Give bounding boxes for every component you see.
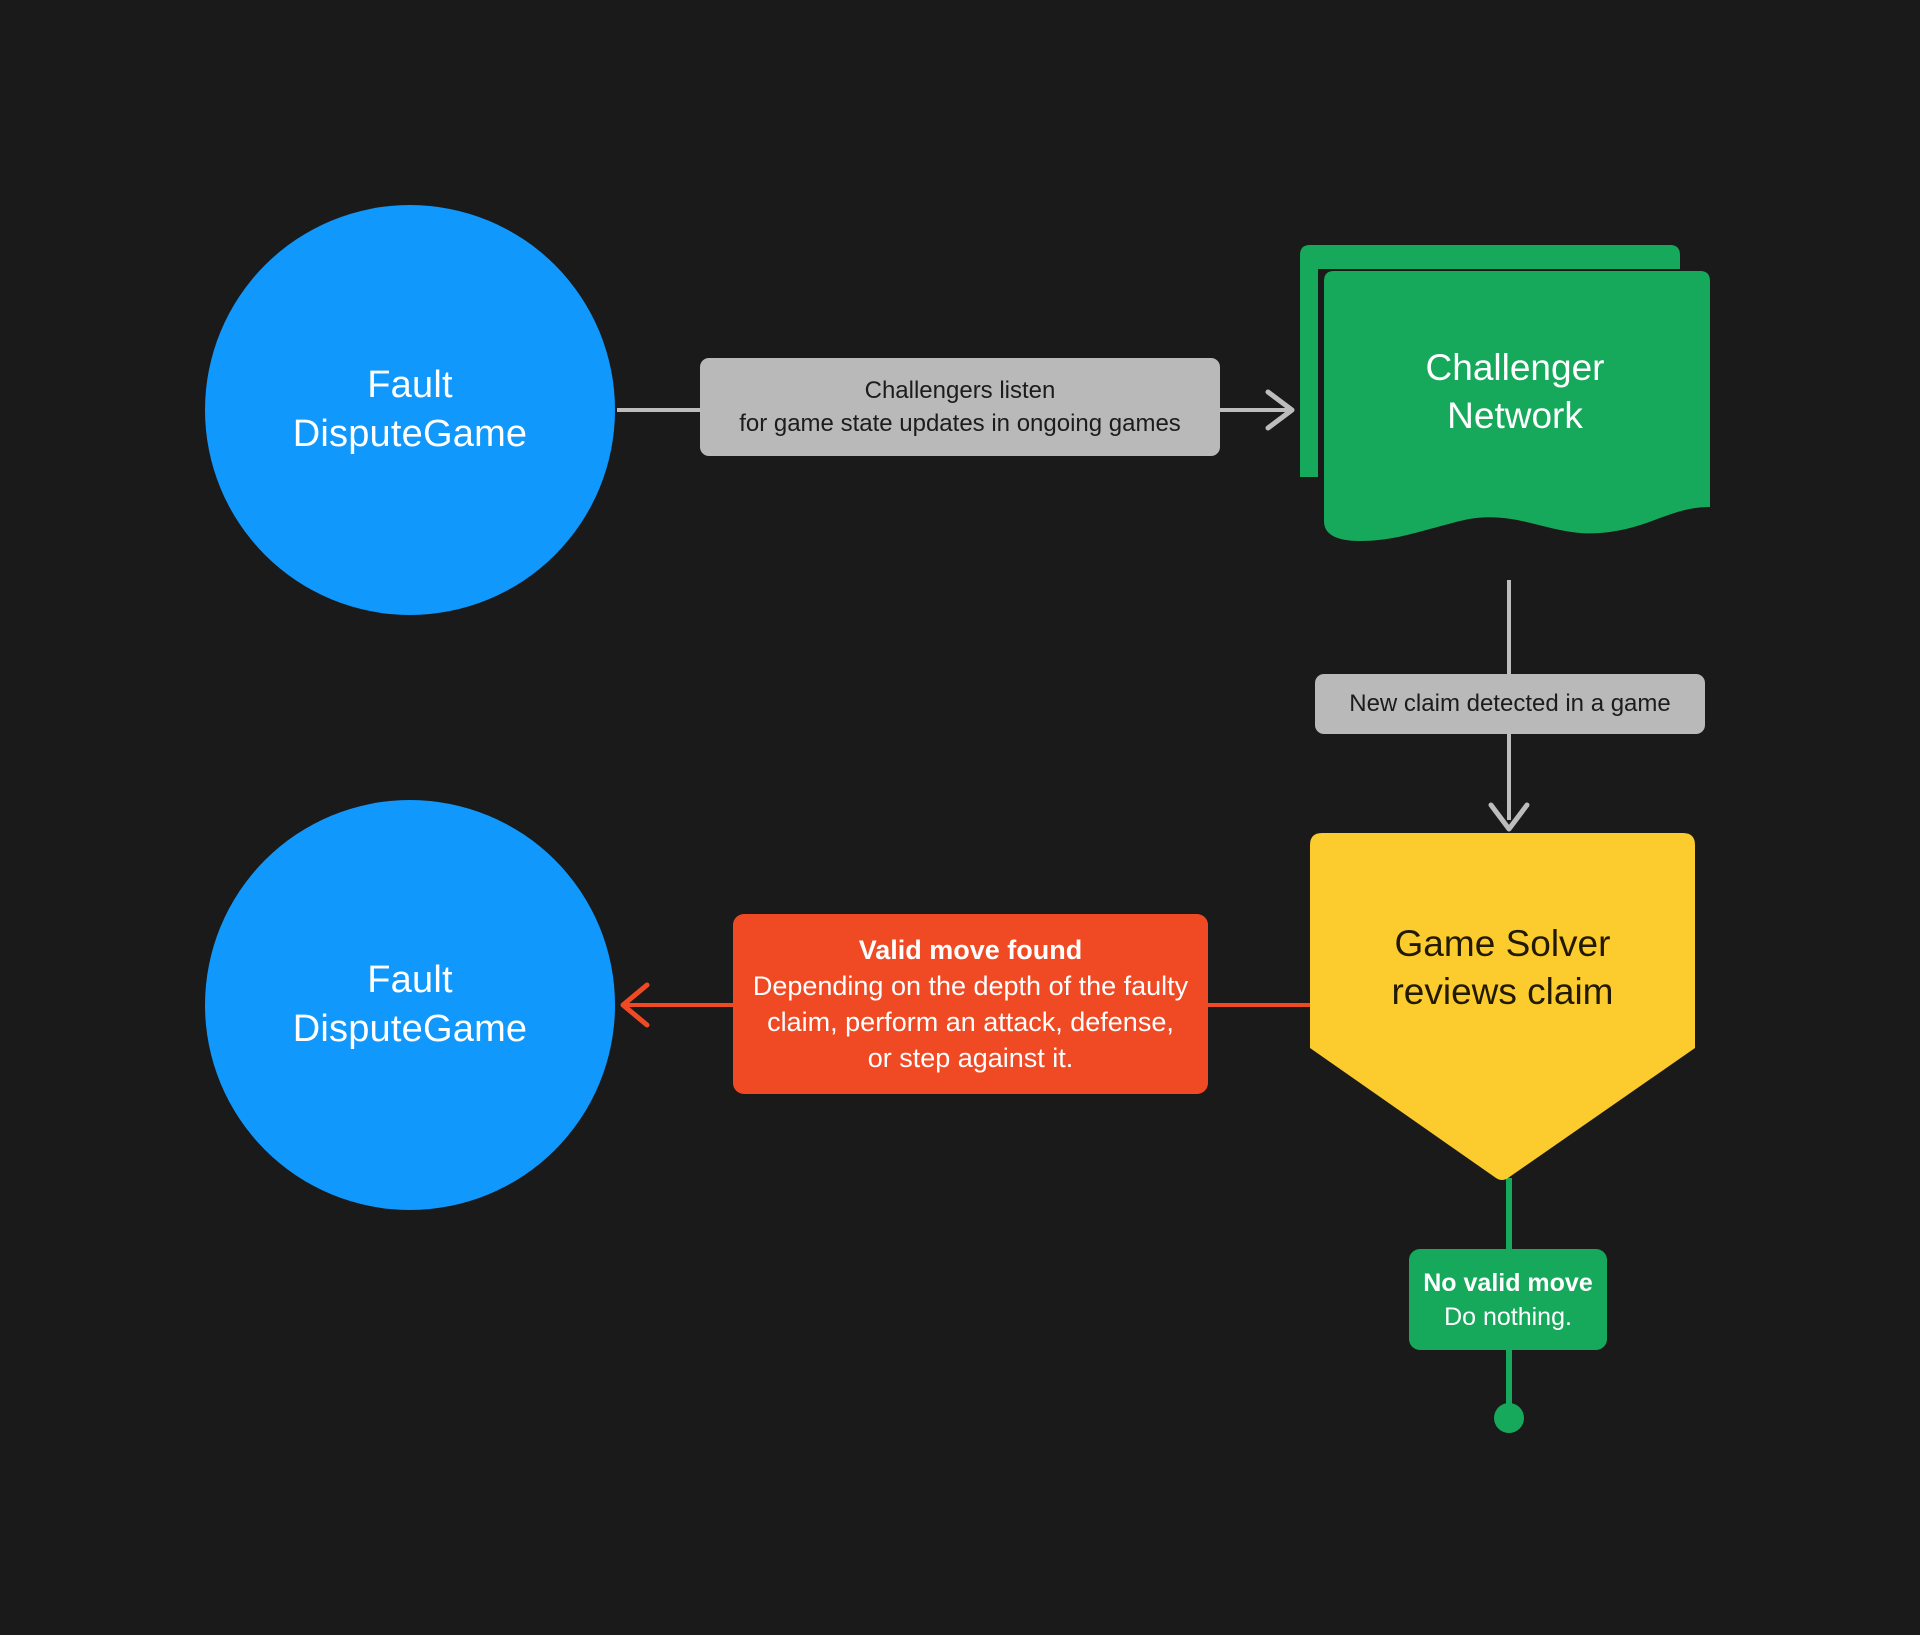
node-label-line1: Fault (367, 364, 453, 407)
node-label-line1: Challenger (1425, 346, 1605, 388)
node-label-game-solver: Game Solver reviews claim (1310, 833, 1695, 1103)
multi-document-shape (1300, 245, 1710, 541)
arrowhead-challengers-listen (1265, 389, 1295, 431)
terminator-dot (1494, 1403, 1524, 1433)
node-label-line2: DisputeGame (292, 413, 528, 455)
document-front-sheet (1324, 271, 1710, 541)
node-label-challenger-network: Challenger Network (1320, 267, 1710, 517)
edge-label-line2: claim, perform an attack, defense, (767, 1007, 1174, 1037)
node-label-line2: DisputeGame (292, 1008, 528, 1050)
node-challenger-network[interactable]: Challenger Network (1300, 245, 1710, 565)
edge-label-valid-move[interactable]: Valid move found Depending on the depth … (733, 914, 1208, 1094)
node-fault-dispute-game-top[interactable]: Fault DisputeGame (205, 205, 615, 615)
pentagon-shape (1310, 833, 1695, 1180)
edge-label-no-valid-move[interactable]: No valid move Do nothing. (1409, 1249, 1607, 1350)
edge-label-line1: New claim detected in a game (1349, 690, 1671, 718)
edge-label-header: No valid move (1423, 1268, 1593, 1297)
node-label-line1: Game Solver (1394, 922, 1611, 964)
edge-label-header: Valid move found (858, 934, 1083, 965)
edge-label-line1: Do nothing. (1444, 1302, 1572, 1331)
edge-label-challengers-listen[interactable]: Challengers listen for game state update… (700, 358, 1220, 456)
node-fault-dispute-game-bottom[interactable]: Fault DisputeGame (205, 800, 615, 1210)
edge-label-new-claim[interactable]: New claim detected in a game (1315, 674, 1705, 734)
pentagon-path (1310, 833, 1695, 1180)
node-label-line2: reviews claim (1391, 971, 1614, 1012)
node-label-line2: Network (1447, 395, 1583, 436)
arrowhead-valid-move (620, 982, 650, 1028)
edge-label-line1: Depending on the depth of the faulty (752, 970, 1189, 1001)
node-label-line1: Fault (367, 959, 453, 1002)
edge-label-line1: Challengers listen (864, 376, 1056, 404)
edge-label-line2: for game state updates in ongoing games (739, 410, 1181, 437)
arrowhead-new-claim (1488, 802, 1530, 832)
edge-label-line3: or step against it. (867, 1043, 1074, 1074)
node-game-solver[interactable]: Game Solver reviews claim (1310, 833, 1695, 1181)
